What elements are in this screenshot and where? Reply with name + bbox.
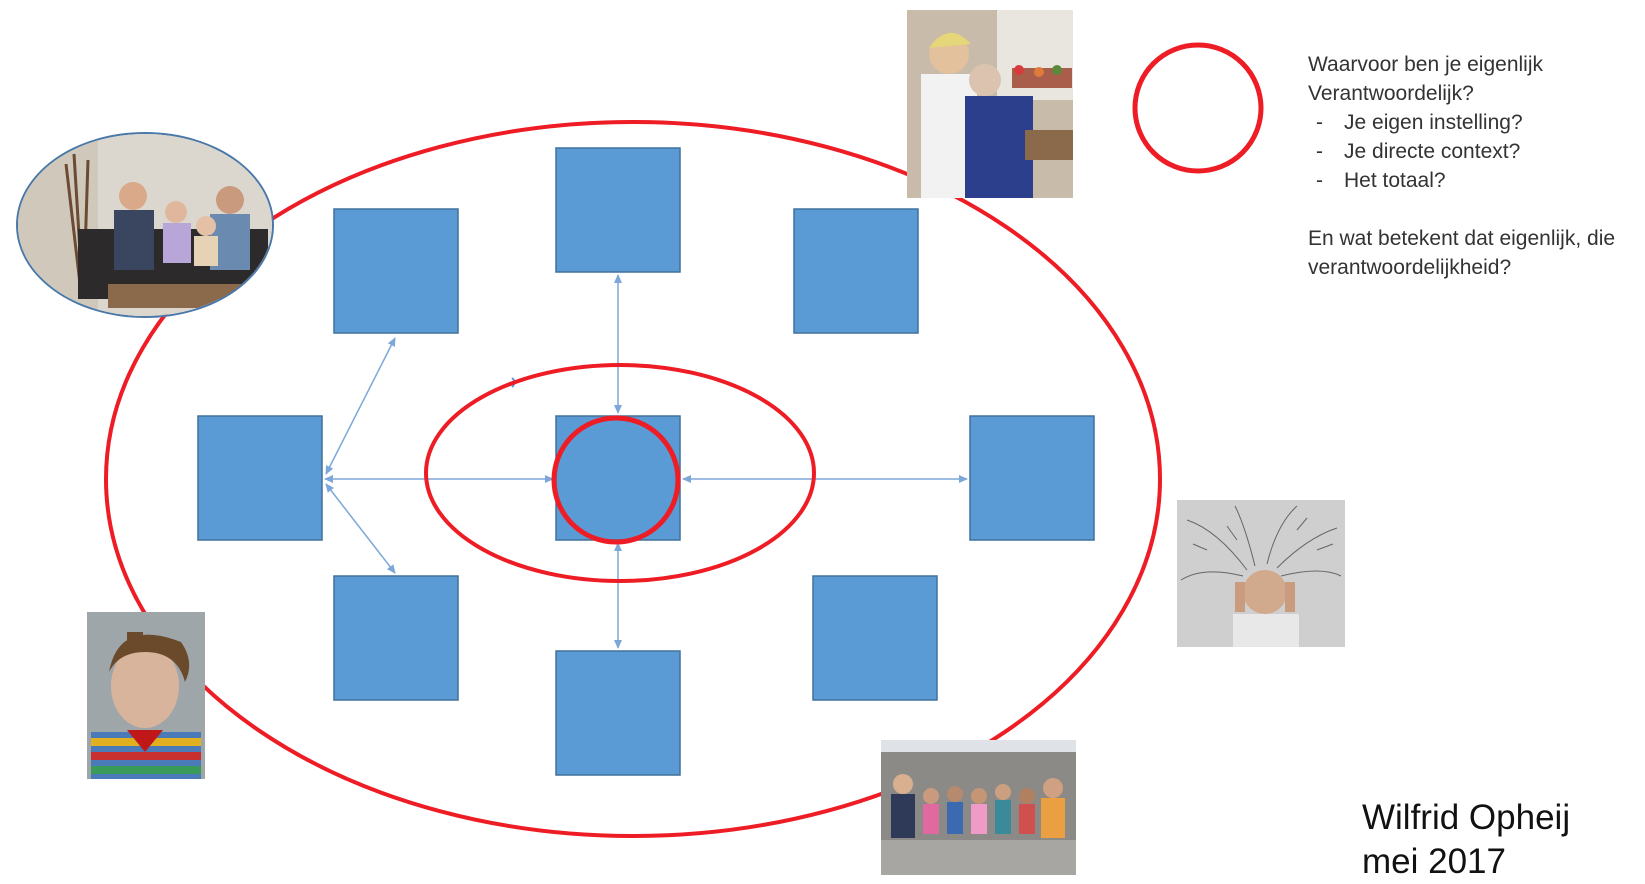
box-top <box>556 148 680 272</box>
option-item: Het totaal? <box>1308 166 1638 195</box>
box-bottom <box>556 651 680 775</box>
group-photo <box>881 740 1076 875</box>
stress-photo <box>1177 500 1345 647</box>
portrait-photo <box>87 612 205 779</box>
author-name: Wilfrid Opheij <box>1362 796 1570 840</box>
options-list: Je eigen instelling? Je directe context?… <box>1308 108 1638 195</box>
box-bottom-right <box>813 576 937 700</box>
legend-circle <box>1135 45 1261 171</box>
box-top-left <box>334 209 458 333</box>
question-text: Waarvoor ben je eigenlijk Verantwoordeli… <box>1308 50 1638 108</box>
caregiver-photo <box>907 10 1073 198</box>
box-left <box>198 416 322 540</box>
author-date: mei 2017 <box>1362 840 1570 884</box>
box-right <box>970 416 1094 540</box>
followup-text: En wat betekent dat eigenlijk, die veran… <box>1308 224 1638 282</box>
box-bottom-left <box>334 576 458 700</box>
question-panel: Waarvoor ben je eigenlijk Verantwoordeli… <box>1308 50 1638 282</box>
option-item: Je directe context? <box>1308 137 1638 166</box>
author-block: Wilfrid Opheij mei 2017 <box>1362 796 1570 884</box>
family-photo <box>16 132 274 318</box>
box-top-right <box>794 209 918 333</box>
arrow-left-bottomleft <box>326 484 395 573</box>
arrow-left-topleft <box>326 338 395 474</box>
option-item: Je eigen instelling? <box>1308 108 1638 137</box>
